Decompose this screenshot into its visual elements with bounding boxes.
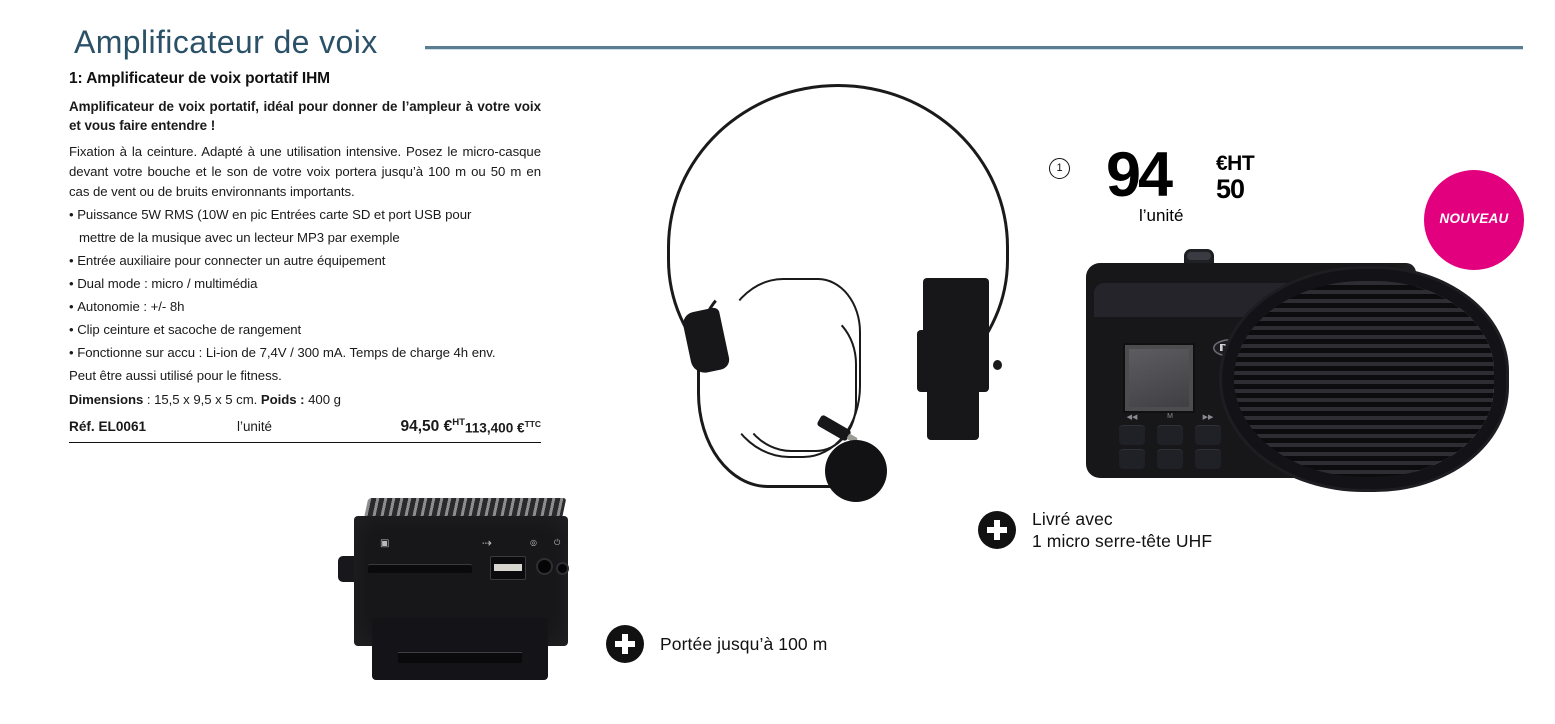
headset-band-tip	[993, 360, 1002, 370]
button-label-next: ▶▶	[1202, 414, 1214, 421]
sd-card-slot	[368, 564, 472, 573]
reference-unit: l’unité	[237, 418, 272, 434]
callout-text: Portée jusqu’à 100 m	[660, 633, 827, 655]
callout-line-2: 1 micro serre-tête UHF	[1032, 531, 1213, 552]
reference-price-ht-sup: HT	[452, 416, 465, 428]
amplifier-display-screen	[1123, 343, 1195, 413]
amplifier-button-mode[interactable]	[1157, 425, 1183, 445]
price-amount: 94	[1106, 140, 1173, 210]
product-image-amplifier: ◀◀ M ▶▶	[1086, 245, 1506, 500]
price-currency: €HT	[1216, 152, 1255, 175]
list-item: Autonomie : +/- 8h	[69, 297, 541, 317]
product-image-headset	[645, 82, 1065, 532]
reference-price-ttc-value: 113,400 €	[464, 420, 525, 436]
dimensions-value: : 15,5 x 9,5 x 5 cm.	[143, 392, 261, 408]
status-badge-label: NOUVEAU	[1439, 211, 1509, 226]
reference-price-ht-value: 94,50 €	[400, 417, 453, 435]
weight-value: 400 g	[304, 392, 341, 408]
power-input-jack	[558, 564, 567, 573]
product-description: Fixation à la ceinture. Adapté à une uti…	[69, 143, 541, 199]
amplifier-button-prev[interactable]	[1119, 425, 1145, 445]
reference-price-ht: 94,50 €HT	[335, 417, 465, 436]
product-description-column: 1: Amplificateur de voix portatif IHM Am…	[69, 70, 541, 443]
amplifier-button-next[interactable]	[1195, 425, 1221, 445]
amplifier-button-pad: ◀◀ M ▶▶	[1119, 413, 1224, 475]
product-heading: 1: Amplificateur de voix portatif IHM	[69, 70, 330, 87]
product-lead: Amplificateur de voix portatif, idéal po…	[69, 98, 541, 134]
plus-icon	[606, 625, 644, 663]
product-image-connector-panel: ▣ ⇢ ◎ ⏻	[338, 498, 588, 694]
list-item: Clip ceinture et sacoche de rangement	[69, 320, 541, 340]
amplifier-button-volup[interactable]	[1195, 449, 1221, 469]
headset-cable-loop	[735, 310, 857, 452]
product-tail-note: Peut être aussi utilisé pour le fitness.	[69, 368, 282, 384]
sd-card-icon: ▣	[380, 538, 390, 549]
headset-headband	[667, 84, 1009, 410]
item-index-badge: 1	[1049, 158, 1070, 179]
page-title: Amplificateur de voix	[74, 24, 378, 60]
page-bottom-cutoff	[69, 706, 549, 722]
list-item: Puissance 5W RMS (10W en pic Entrées car…	[69, 205, 541, 225]
list-item: Fonctionne sur accu : Li-ion de 7,4V / 3…	[69, 343, 541, 363]
list-item: mettre de la musique avec un lecteur MP3…	[79, 229, 400, 245]
plus-icon	[978, 511, 1016, 550]
usb-port	[490, 556, 526, 580]
panel-base	[372, 618, 548, 680]
callout-portee: Portée jusqu’à 100 m	[606, 625, 827, 663]
button-label-prev: ◀◀	[1126, 414, 1138, 421]
aux-icon: ◎	[530, 538, 537, 547]
price-unit-label: l’unité	[1139, 206, 1184, 225]
reference-code: Réf. EL0061	[69, 418, 147, 434]
product-feature-list: Puissance 5W RMS (10W en pic Entrées car…	[69, 205, 541, 363]
price-callout: 1 94 €HT 50 l’unité	[1044, 140, 1259, 232]
weight-label: Poids :	[260, 392, 305, 408]
price-cents: 50	[1216, 174, 1245, 204]
list-item: Dual mode : micro / multimédia	[69, 274, 541, 294]
strap-segment	[923, 278, 989, 334]
power-icon: ⏻	[554, 538, 561, 547]
callout-text: Livré avec 1 micro serre-tête UHF	[1032, 508, 1212, 553]
headset-boom-arm	[697, 282, 851, 488]
reference-row: Réf. EL0061 l’unité 94,50 €HT 113,400 €T…	[69, 417, 541, 443]
headset-microphone-capsule	[825, 440, 887, 502]
callout-livre-avec: Livré avec 1 micro serre-tête UHF	[978, 508, 1212, 553]
title-rule	[425, 46, 1523, 50]
amplifier-speaker-grille	[1234, 281, 1494, 477]
usb-icon: ⇢	[482, 536, 493, 550]
strap-segment	[927, 388, 979, 440]
headset-cable	[717, 278, 861, 458]
status-badge-nouveau: NOUVEAU	[1424, 170, 1524, 270]
list-item: Entrée auxiliaire pour connecter un autr…	[69, 251, 541, 271]
belt-strap-accessory	[917, 278, 995, 440]
button-label-mode: M	[1167, 413, 1173, 420]
callout-line-1: Portée jusqu’à 100 m	[660, 633, 828, 654]
amplifier-button-play[interactable]	[1157, 449, 1183, 469]
aux-input-jack	[538, 560, 551, 573]
strap-segment	[917, 330, 989, 392]
dimensions-label: Dimensions	[69, 392, 144, 408]
callout-line-1: Livré avec	[1032, 509, 1113, 529]
product-dimensions: Dimensions : 15,5 x 9,5 x 5 cm. Poids : …	[69, 389, 541, 410]
reference-price-ttc-sup: TTC	[524, 418, 541, 429]
reference-price-ttc: 113,400 €TTC	[465, 419, 541, 436]
amplifier-button-voldown[interactable]	[1119, 449, 1145, 469]
